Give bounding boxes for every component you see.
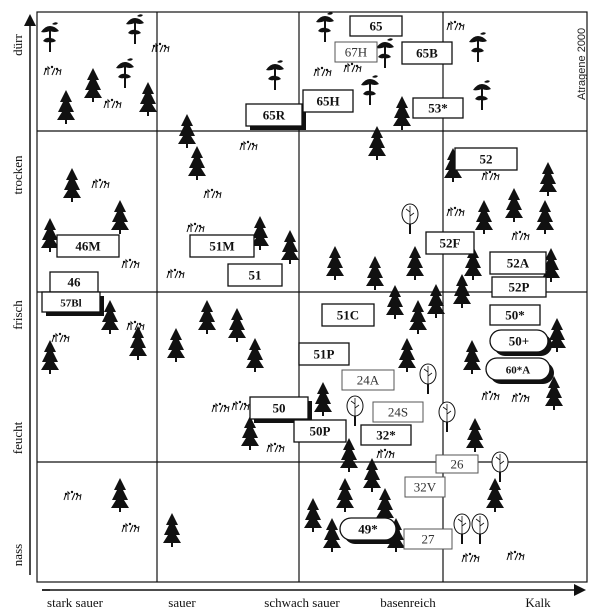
unit-label: 60*A bbox=[506, 365, 531, 377]
unit-label: 27 bbox=[422, 532, 436, 547]
unit-box-67h: 67H bbox=[335, 42, 377, 62]
unit-label: 49* bbox=[358, 522, 378, 537]
unit-box-65h: 65H bbox=[303, 90, 353, 112]
unit-label: 52 bbox=[480, 152, 493, 167]
unit-box-50: 50+ bbox=[490, 330, 552, 356]
unit-box-24a: 24A bbox=[342, 370, 394, 390]
unit-label: 57Bl bbox=[60, 298, 81, 310]
unit-box-53: 53* bbox=[413, 98, 463, 118]
unit-label: 65B bbox=[416, 46, 438, 61]
unit-label: 24S bbox=[388, 405, 408, 420]
unit-label: 50+ bbox=[509, 334, 529, 349]
x-label-stark-sauer: stark sauer bbox=[47, 595, 104, 610]
y-label-nass: nass bbox=[10, 544, 25, 566]
unit-label: 32V bbox=[414, 480, 437, 495]
unit-label: 52A bbox=[507, 256, 530, 271]
unit-label: 65R bbox=[263, 108, 286, 123]
unit-box-49: 49* bbox=[340, 518, 400, 544]
unit-box-46: 46 bbox=[50, 272, 98, 292]
unit-box-52p: 52P bbox=[492, 277, 546, 297]
unit-label: 46M bbox=[75, 239, 100, 254]
y-label-trocken: trocken bbox=[10, 155, 25, 194]
unit-label: 51P bbox=[314, 347, 335, 362]
unit-box-50: 50 bbox=[250, 397, 312, 423]
unit-box-46m: 46M bbox=[57, 235, 119, 257]
unit-label: 50 bbox=[273, 401, 286, 416]
unit-box-32: 32* bbox=[361, 425, 411, 445]
y-label-feucht: feucht bbox=[10, 421, 25, 454]
unit-box-27: 27 bbox=[404, 529, 452, 549]
unit-box-51p: 51P bbox=[299, 343, 349, 365]
unit-box-65r: 65R bbox=[246, 104, 306, 130]
unit-label: 52F bbox=[440, 236, 461, 251]
unit-label: 32* bbox=[376, 428, 396, 443]
unit-box-52: 52 bbox=[455, 148, 517, 170]
unit-label: 67H bbox=[345, 45, 367, 60]
unit-box-65: 65 bbox=[350, 16, 402, 36]
unit-label: 65 bbox=[370, 19, 384, 34]
x-label-kalk: Kalk bbox=[525, 595, 551, 610]
x-label-basenreich: basenreich bbox=[380, 595, 436, 610]
x-label-sauer: sauer bbox=[168, 595, 196, 610]
unit-label: 46 bbox=[68, 275, 82, 290]
unit-label: 50P bbox=[310, 424, 331, 439]
unit-label: 51M bbox=[209, 239, 234, 254]
unit-label: 65H bbox=[316, 94, 339, 109]
unit-box-32v: 32V bbox=[405, 477, 445, 497]
unit-box-26: 26 bbox=[436, 455, 478, 473]
y-label-duerr: dürr bbox=[10, 34, 25, 56]
unit-box-52a: 52A bbox=[490, 252, 546, 274]
unit-box-51c: 51C bbox=[322, 304, 374, 326]
unit-label: 53* bbox=[428, 101, 448, 116]
unit-label: 24A bbox=[357, 373, 380, 388]
unit-label: 50* bbox=[505, 308, 525, 323]
x-label-schwach-sauer: schwach sauer bbox=[264, 595, 340, 610]
unit-box-50: 50* bbox=[490, 305, 540, 325]
unit-box-24s: 24S bbox=[373, 402, 423, 422]
x-axis-labels: stark sauer sauer schwach sauer basenrei… bbox=[47, 595, 551, 610]
unit-label: 52P bbox=[509, 280, 530, 295]
unit-box-65b: 65B bbox=[402, 42, 452, 64]
y-label-frisch: frisch bbox=[10, 300, 25, 330]
unit-box-50p: 50P bbox=[294, 420, 346, 442]
unit-box-51: 51 bbox=[228, 264, 282, 286]
unit-label: 51 bbox=[249, 268, 262, 283]
unit-label: 51C bbox=[337, 308, 359, 323]
credit-text: Atragene 2000 bbox=[576, 28, 588, 100]
y-axis-labels: dürr trocken frisch feucht nass bbox=[10, 34, 25, 567]
unit-box-52f: 52F bbox=[426, 232, 474, 254]
unit-label: 26 bbox=[451, 457, 465, 472]
unit-box-51m: 51M bbox=[190, 235, 254, 257]
unit-box-60a: 60*A bbox=[486, 358, 554, 384]
unit-box-57bl: 57Bl bbox=[42, 292, 104, 316]
